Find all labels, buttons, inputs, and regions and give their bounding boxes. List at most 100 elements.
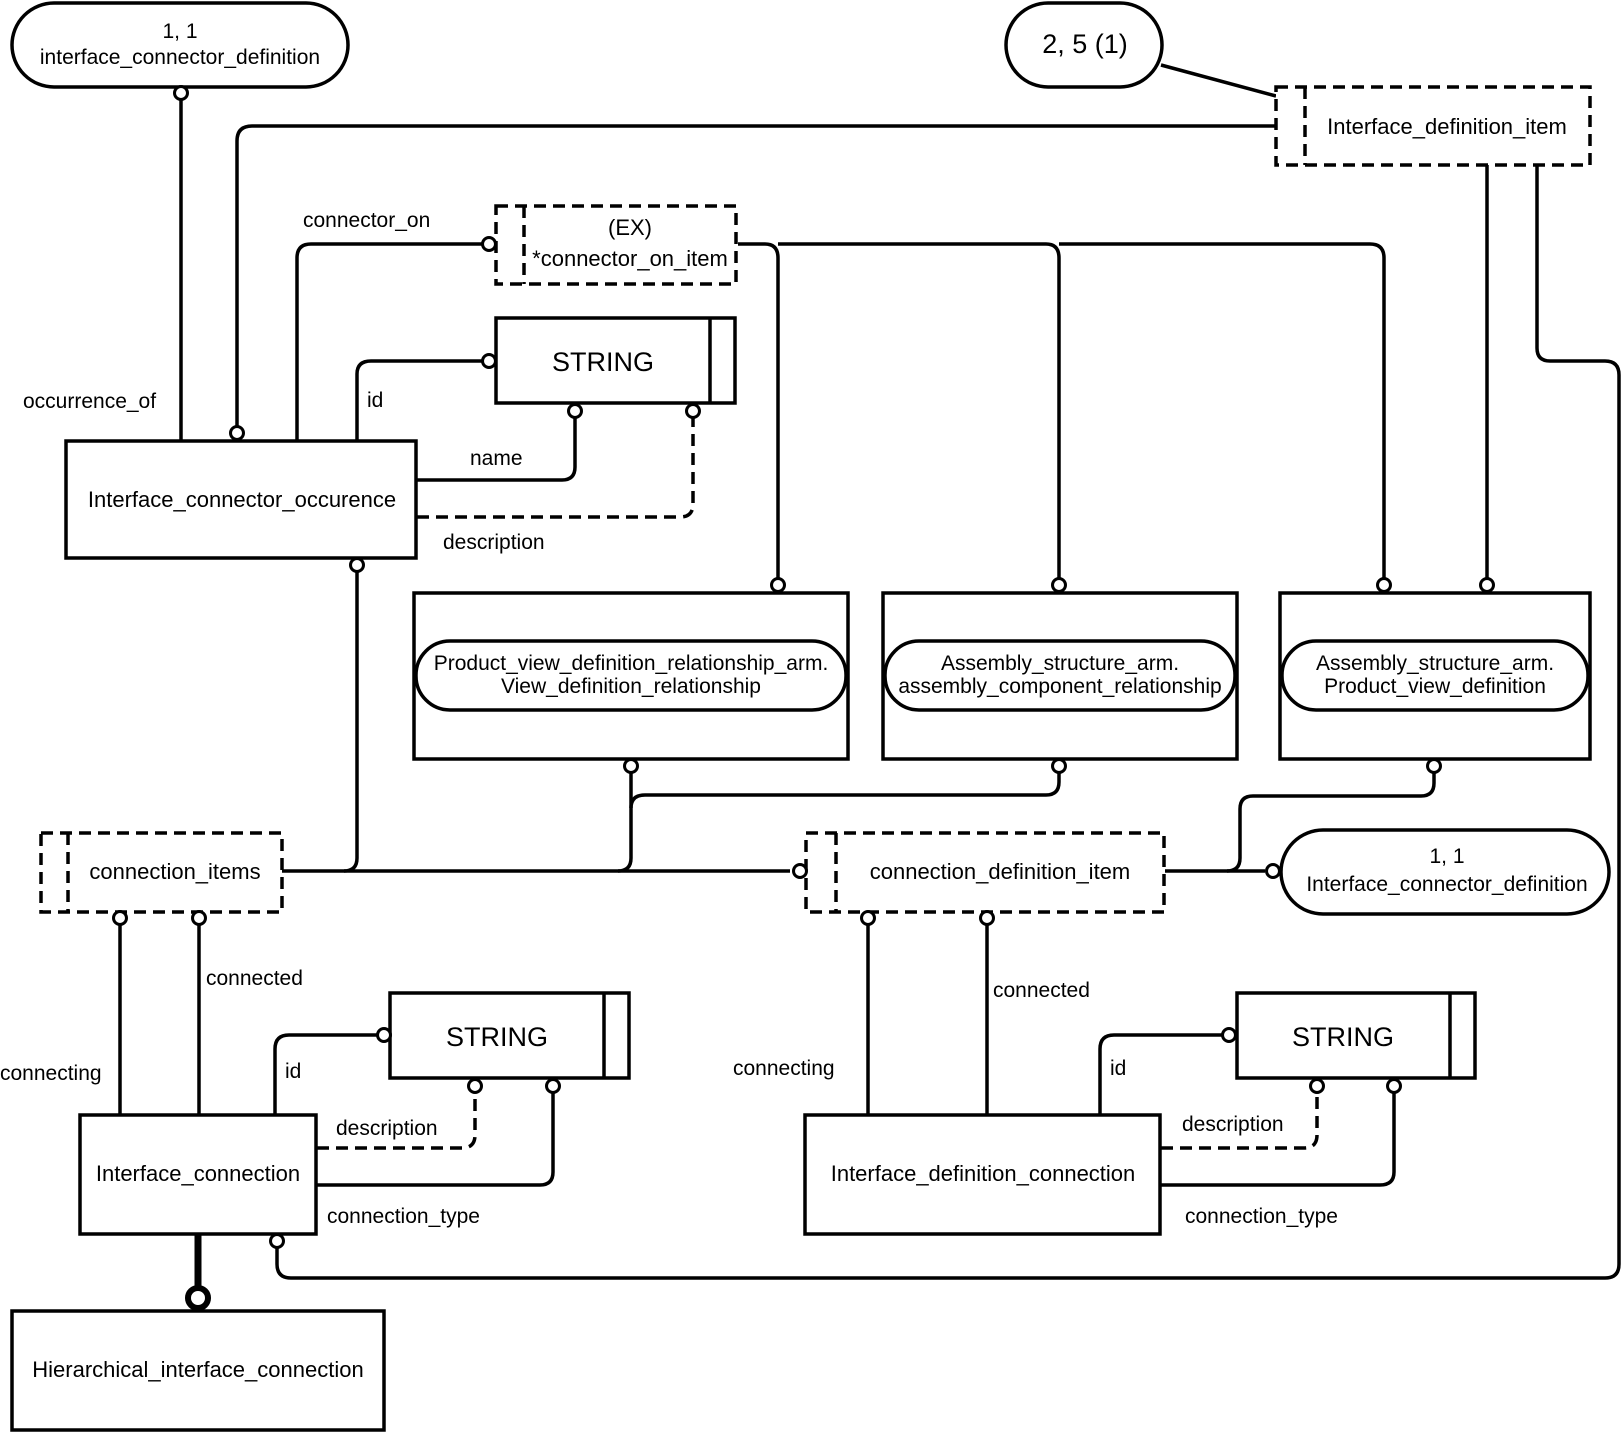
entity-interface-definition-connection[interactable]: Interface_definition_connection [803, 1113, 1162, 1236]
line-idc-description [1161, 1093, 1319, 1150]
circle-marker [545, 1078, 561, 1094]
attr-connector-on: connector_on [303, 209, 430, 232]
line-coi-branches [738, 242, 1386, 578]
entity-interface-connector-occurence[interactable]: Interface_connector_occurence [64, 439, 418, 560]
entity-assembly-component-relationship[interactable]: Assembly_structure_arm. assembly_compone… [881, 591, 1239, 761]
attr-connected: connected [993, 979, 1090, 1002]
entity-schema-label: Assembly_structure_arm. [941, 652, 1179, 675]
page-ref-number: 1, 1 [162, 20, 197, 43]
select-label: *connector_on_item [532, 246, 728, 271]
line-acr-down [629, 772, 1061, 809]
entity-product-view-definition[interactable]: Assembly_structure_arm. Product_view_def… [1278, 591, 1592, 761]
circle-marker [623, 758, 639, 774]
circle-marker [191, 910, 207, 926]
attr-connection-type: connection_type [1185, 1205, 1338, 1228]
entity-label: Interface_connector_occurence [88, 487, 396, 512]
relationship-end-circles [112, 85, 1495, 1311]
line-ref-to-idi [1160, 63, 1277, 98]
line-pvdr-down [617, 772, 633, 873]
page-ref-right[interactable]: 1, 1 Interface_connector_definition [1279, 828, 1611, 916]
type-string-right[interactable]: STRING [1235, 991, 1477, 1080]
type-string-left[interactable]: STRING [388, 991, 631, 1080]
select-connection-definition-item[interactable]: connection_definition_item [804, 831, 1166, 914]
page-ref-label: interface_connector_definition [40, 46, 320, 69]
circle-marker [229, 425, 245, 441]
line-idc-id [1098, 1033, 1225, 1115]
circle-marker [567, 403, 583, 419]
entity-hierarchical-interface-connection[interactable]: Hierarchical_interface_connection [10, 1309, 386, 1432]
attr-description: description [443, 531, 545, 554]
entity-schema-label: Assembly_structure_arm. [1316, 652, 1554, 675]
page-ref-number: 1, 1 [1429, 845, 1464, 868]
select-connector-on-item[interactable]: (EX) *connector_on_item [494, 204, 738, 286]
attr-connecting: connecting [733, 1057, 835, 1080]
line-ico-description [417, 418, 695, 519]
circle-marker [467, 1078, 483, 1094]
line-ico-id [355, 359, 482, 441]
select-label: connection_items [89, 859, 260, 884]
type-label: STRING [446, 1022, 548, 1052]
entity-view-definition-relationship[interactable]: Product_view_definition_relationship_arm… [412, 591, 850, 761]
circle-marker [1265, 863, 1281, 879]
circle-marker [349, 557, 365, 573]
circle-marker [1426, 758, 1442, 774]
attr-connection-type: connection_type [327, 1205, 480, 1228]
attr-description: description [336, 1117, 438, 1140]
attr-id: id [1110, 1057, 1126, 1080]
page-ref-top-left[interactable]: 1, 1 interface_connector_definition [10, 1, 350, 89]
circle-marker [269, 1233, 285, 1249]
circle-marker [1376, 577, 1392, 593]
attr-id: id [285, 1060, 301, 1083]
attribute-labels: occurrence_of connector_on id name descr… [0, 209, 1338, 1228]
entity-label: Hierarchical_interface_connection [32, 1357, 363, 1382]
circle-marker [1386, 1078, 1402, 1094]
circle-marker [1479, 577, 1495, 593]
line-idc-connection-type [1161, 1093, 1396, 1187]
entity-schema-label: Product_view_definition_relationship_arm… [434, 652, 829, 675]
select-interface-definition-item[interactable]: Interface_definition_item [1274, 85, 1592, 167]
line-ic-id [273, 1033, 380, 1115]
circle-marker [112, 910, 128, 926]
circle-marker [1221, 1027, 1237, 1043]
circle-marker [481, 236, 497, 252]
attr-connected: connected [206, 967, 303, 990]
line-pvd-down [1226, 772, 1436, 873]
circle-marker [770, 577, 786, 593]
type-label: STRING [552, 347, 654, 377]
type-string-top[interactable]: STRING [494, 316, 737, 405]
attr-description: description [1182, 1113, 1284, 1136]
select-extensible-marker: (EX) [608, 215, 652, 240]
attr-occurrence-of: occurrence_of [23, 390, 156, 413]
line-connector-on [295, 242, 482, 441]
page-ref-label: Interface_connector_definition [1306, 873, 1587, 896]
relationship-lines [118, 63, 1621, 1290]
circle-marker [792, 863, 808, 879]
page-ref-number: 2, 5 (1) [1042, 29, 1128, 59]
select-label: Interface_definition_item [1327, 114, 1567, 139]
page-ref-top-right[interactable]: 2, 5 (1) [1004, 1, 1164, 89]
line-ic-connection-type [317, 1093, 555, 1187]
circle-marker [376, 1027, 392, 1043]
line-ic-description [317, 1093, 477, 1150]
circle-marker [173, 85, 189, 101]
entity-label: Interface_definition_connection [831, 1161, 1136, 1186]
entity-interface-connection[interactable]: Interface_connection [78, 1113, 318, 1236]
circle-marker [860, 910, 876, 926]
line-ico-to-ci [343, 569, 359, 873]
circle-marker [1051, 758, 1067, 774]
attr-connecting: connecting [0, 1062, 102, 1085]
line-idi-to-ico [235, 124, 1276, 428]
select-connection-items[interactable]: connection_items [39, 831, 284, 914]
entity-label: View_definition_relationship [501, 675, 761, 698]
subtype-circle-marker [185, 1285, 211, 1311]
attr-id: id [367, 389, 383, 412]
line-idi-to-ic [275, 164, 1621, 1280]
entity-label: Product_view_definition [1324, 675, 1546, 698]
circle-marker [979, 910, 995, 926]
select-label: connection_definition_item [870, 859, 1131, 884]
circle-marker [481, 353, 497, 369]
entity-label: assembly_component_relationship [898, 675, 1221, 698]
circle-marker [685, 403, 701, 419]
circle-marker [1051, 577, 1067, 593]
